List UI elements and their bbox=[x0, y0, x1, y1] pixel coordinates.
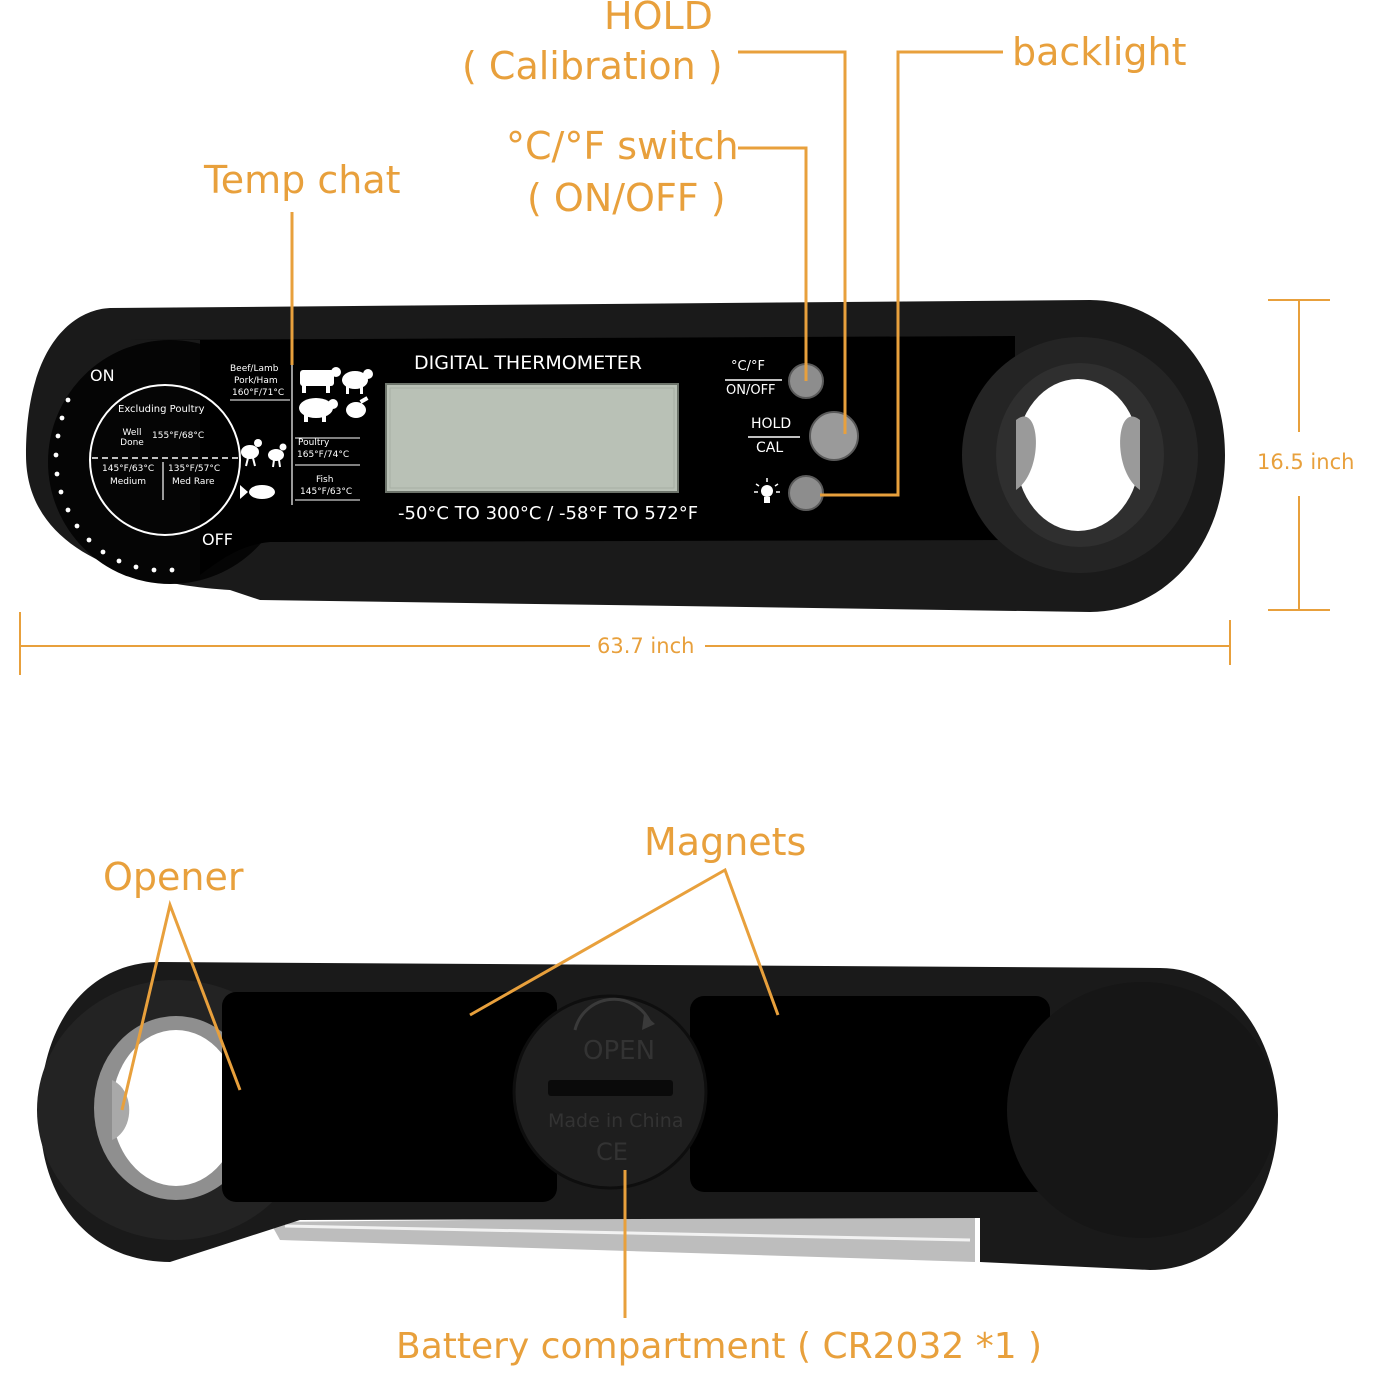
pork-ham-label: Pork/Ham bbox=[234, 376, 278, 386]
calibration-callout: ( Calibration ) bbox=[462, 44, 723, 88]
med-rare-label: Med Rare bbox=[172, 477, 215, 487]
dial-on-label: ON bbox=[90, 366, 115, 385]
back-callout-lines bbox=[120, 867, 780, 1318]
backlight-callout: backlight bbox=[1012, 30, 1187, 74]
fish-label: Fish bbox=[316, 475, 334, 485]
battery-callout: Battery compartment ( CR2032 *1 ) bbox=[396, 1326, 1043, 1367]
length-dimension: 63.7 inch bbox=[594, 634, 698, 658]
chicken-icon bbox=[241, 439, 287, 468]
lcd-screen bbox=[385, 383, 679, 493]
open-embossed-label: OPEN bbox=[583, 1036, 656, 1066]
unit-switch-callout: °C/°F switch bbox=[506, 124, 739, 168]
ham-icon bbox=[346, 396, 369, 418]
beef-lamb-label: Beef/Lamb bbox=[230, 364, 279, 374]
cal-button-label: CAL bbox=[756, 440, 784, 456]
poultry-label: Poultry bbox=[298, 438, 330, 448]
dimension-lines bbox=[19, 299, 1330, 675]
hold-cal-button[interactable] bbox=[809, 411, 859, 461]
temperature-range: -50°C TO 300°C / -58°F TO 572°F bbox=[398, 503, 699, 524]
medium-temp: 145°F/63°C bbox=[102, 464, 155, 474]
hold-callout: HOLD bbox=[604, 0, 713, 38]
on-off-button-label: ON/OFF bbox=[726, 383, 776, 398]
height-dimension: 16.5 inch bbox=[1254, 450, 1358, 474]
hold-button-label: HOLD bbox=[751, 416, 792, 432]
cow-icon bbox=[300, 367, 341, 393]
bulb-icon bbox=[754, 478, 780, 503]
pig-icon bbox=[299, 398, 338, 422]
sheep-icon bbox=[342, 369, 373, 394]
magnet-left bbox=[222, 992, 557, 1202]
pork-temp-label: 160°F/71°C bbox=[232, 388, 285, 398]
made-in-china-label: Made in China bbox=[548, 1110, 684, 1132]
opener-callout: Opener bbox=[103, 855, 244, 899]
backlight-button[interactable] bbox=[788, 475, 824, 511]
excluding-poultry-label: Excluding Poultry bbox=[118, 404, 205, 415]
med-rare-temp: 135°F/57°C bbox=[168, 464, 221, 474]
thermometer-front bbox=[26, 300, 1225, 612]
magnet-right bbox=[690, 996, 1050, 1192]
well-done-label: Well Done bbox=[120, 428, 144, 448]
temp-chart-circle bbox=[89, 384, 241, 536]
well-done-temp: 155°F/68°C bbox=[152, 431, 205, 441]
on-off-callout: ( ON/OFF ) bbox=[527, 176, 726, 220]
ce-mark: CE bbox=[596, 1138, 628, 1166]
magnets-callout: Magnets bbox=[644, 820, 807, 864]
front-callout-lines bbox=[290, 50, 1003, 497]
fish-icon bbox=[240, 485, 275, 499]
dial-off-label: OFF bbox=[202, 530, 233, 549]
poultry-temp-label: 165°F/74°C bbox=[297, 450, 350, 460]
device-title: DIGITAL THERMOMETER bbox=[414, 352, 642, 374]
fish-temp-label: 145°F/63°C bbox=[300, 487, 353, 497]
dial-dots bbox=[53, 397, 175, 573]
unit-button-label: °C/°F bbox=[731, 359, 765, 374]
medium-label: Medium bbox=[110, 477, 146, 487]
thermometer-back bbox=[37, 962, 1278, 1270]
temp-chart-callout: Temp chat bbox=[204, 158, 401, 202]
